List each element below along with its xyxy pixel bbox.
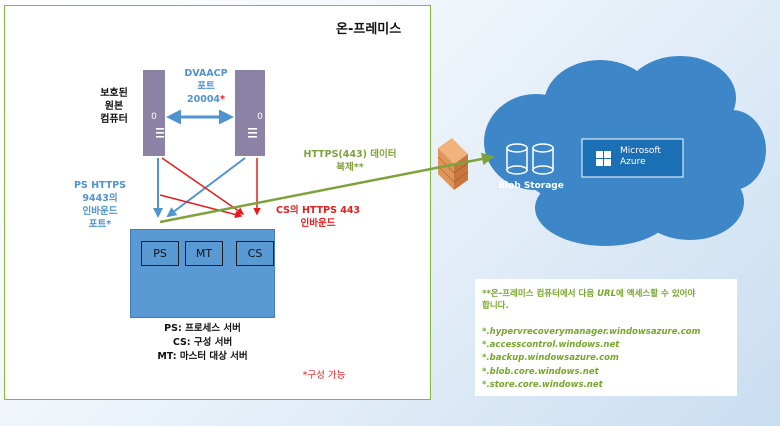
blob-storage-icon	[506, 143, 554, 175]
legend-ps: PS: 프로세스 서버	[164, 323, 241, 334]
url-item: *.hypervrecoverymanager.windowsazure.com	[482, 327, 701, 337]
cs-https-label: CS의 HTTPS 443 인바운드	[275, 205, 361, 229]
protected-computer-label: 보호된 원본 컴퓨터	[100, 88, 128, 125]
source-server-right	[235, 70, 265, 156]
server-left-glyph: 0	[151, 112, 157, 122]
url-item: *.backup.windowsazure.com	[482, 353, 619, 363]
ps-arrow-right	[166, 157, 246, 218]
microsoft-azure-logo	[581, 138, 684, 178]
legend-cs: CS: 구성 서버	[172, 337, 233, 348]
mt-box: MT	[185, 241, 223, 266]
ps-box: PS	[141, 241, 179, 266]
url-item: *.accesscontrol.windows.net	[482, 340, 620, 350]
https-replication-label: HTTPS(443) 데이터 복제**	[303, 149, 397, 173]
on-premises-region	[4, 5, 431, 400]
legend-mt: MT: 마스터 대상 서버	[157, 351, 248, 362]
configurable-note: *구성 가능	[302, 370, 346, 381]
cs-arrow-from-ps	[159, 194, 243, 219]
ps-https-label: PS HTTPS 9443의 인바운드 포트*	[73, 180, 127, 230]
azure-logo-text: Microsoft Azure	[620, 146, 661, 167]
dvaacp-port-label: DVAACP 포트 20004*	[184, 68, 228, 105]
cs-arrow-left	[161, 157, 245, 215]
blob-storage-label: Blob Storage	[498, 181, 564, 191]
source-server-left	[143, 70, 165, 156]
process-config-server-box: PS MT CS	[130, 229, 275, 318]
url-item: *.store.core.windows.net	[482, 380, 603, 390]
on-premises-title: 온-프레미스	[336, 22, 402, 37]
https-replication-arrow	[159, 152, 495, 224]
note-intro: **온-프레미스 컴퓨터에서 다음 URL에 액세스할 수 있어야 합니다.	[482, 289, 696, 311]
cs-box: CS	[236, 241, 274, 266]
server-right-glyph: 0	[257, 112, 263, 122]
required-urls-note: **온-프레미스 컴퓨터에서 다음 URL에 액세스할 수 있어야 합니다. *…	[475, 279, 737, 396]
url-item: *.blob.core.windows.net	[482, 367, 599, 377]
server-legend: PS: 프로세스 서버 CS: 구성 서버 MT: 마스터 대상 서버	[120, 322, 285, 364]
